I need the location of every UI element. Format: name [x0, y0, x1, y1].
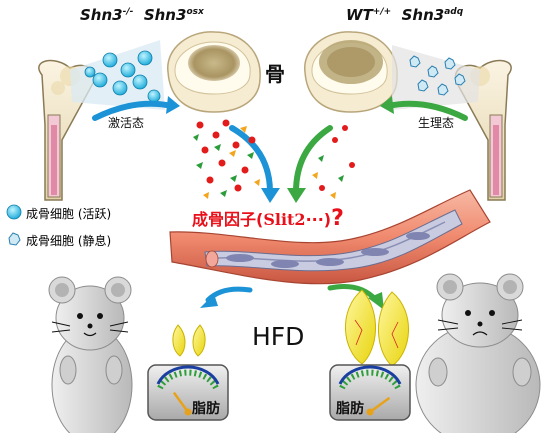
right-fat-label: 脂肪	[336, 401, 364, 417]
left-fat-gauge	[147, 364, 229, 421]
hfd-label: HFD	[252, 322, 305, 351]
factor-dots: ···)	[305, 210, 332, 229]
right-gauge-needle	[369, 396, 391, 414]
right-factor-arrow	[293, 125, 333, 195]
physiological-state-label: 生理态	[418, 116, 455, 130]
osteogenic-factor-label: 成骨因子(Slit2···)?	[192, 206, 344, 231]
factor-prefix: 成骨因子(	[192, 210, 264, 229]
right-mouse	[415, 273, 541, 437]
right-fat-pads	[345, 289, 409, 367]
active-state-label: 激活态	[108, 116, 145, 130]
right-bone-section	[304, 31, 398, 113]
legend-quiescent-cell-label: 成骨细胞 (静息)	[26, 234, 112, 248]
active-cell-beam	[70, 40, 165, 110]
right-genotype-label: WT+/+ Shn3adq	[346, 6, 463, 24]
legend-active-cell: 成骨细胞 (活跃)	[26, 205, 111, 222]
shn3-osx-label: Shn3	[143, 6, 187, 24]
legend-quiescent-cell: 成骨细胞 (静息)	[26, 232, 111, 249]
legend-active-cell-label: 成骨细胞 (活跃)	[26, 207, 112, 221]
left-genotype-label: Shn3-/- Shn3osx	[80, 6, 204, 24]
left-bone-section	[167, 31, 261, 113]
factor-question-mark: ?	[331, 206, 344, 231]
shn3-ko-label: Shn3	[80, 6, 123, 24]
active-state-arrow	[92, 100, 175, 121]
bone-label: 骨	[265, 62, 285, 86]
factor-slit2: Slit2	[263, 210, 306, 229]
left-factor-arrow	[229, 125, 273, 195]
right-factor-particles	[312, 125, 355, 199]
shn3-osx-sup: osx	[186, 7, 204, 17]
blood-vessel	[169, 189, 491, 285]
active-cell-legend-icon	[6, 204, 22, 220]
left-factor-particles	[193, 119, 260, 199]
physiological-state-arrow	[385, 100, 468, 121]
quiescent-cell-beam	[392, 45, 480, 110]
wt-label: WT	[346, 6, 373, 24]
wt-sup: +/+	[372, 7, 392, 17]
left-fat-pads	[172, 324, 206, 357]
quiescent-cell-legend-icon	[8, 232, 21, 246]
left-mouse	[48, 276, 133, 437]
shn3-adq-sup: adq	[444, 7, 464, 17]
shn3-ko-sup: -/-	[122, 7, 134, 17]
left-gauge-needle	[172, 391, 190, 413]
right-fat-gauge	[329, 364, 411, 421]
shn3-adq-label: Shn3	[401, 6, 445, 24]
left-fat-label: 脂肪	[192, 401, 220, 417]
